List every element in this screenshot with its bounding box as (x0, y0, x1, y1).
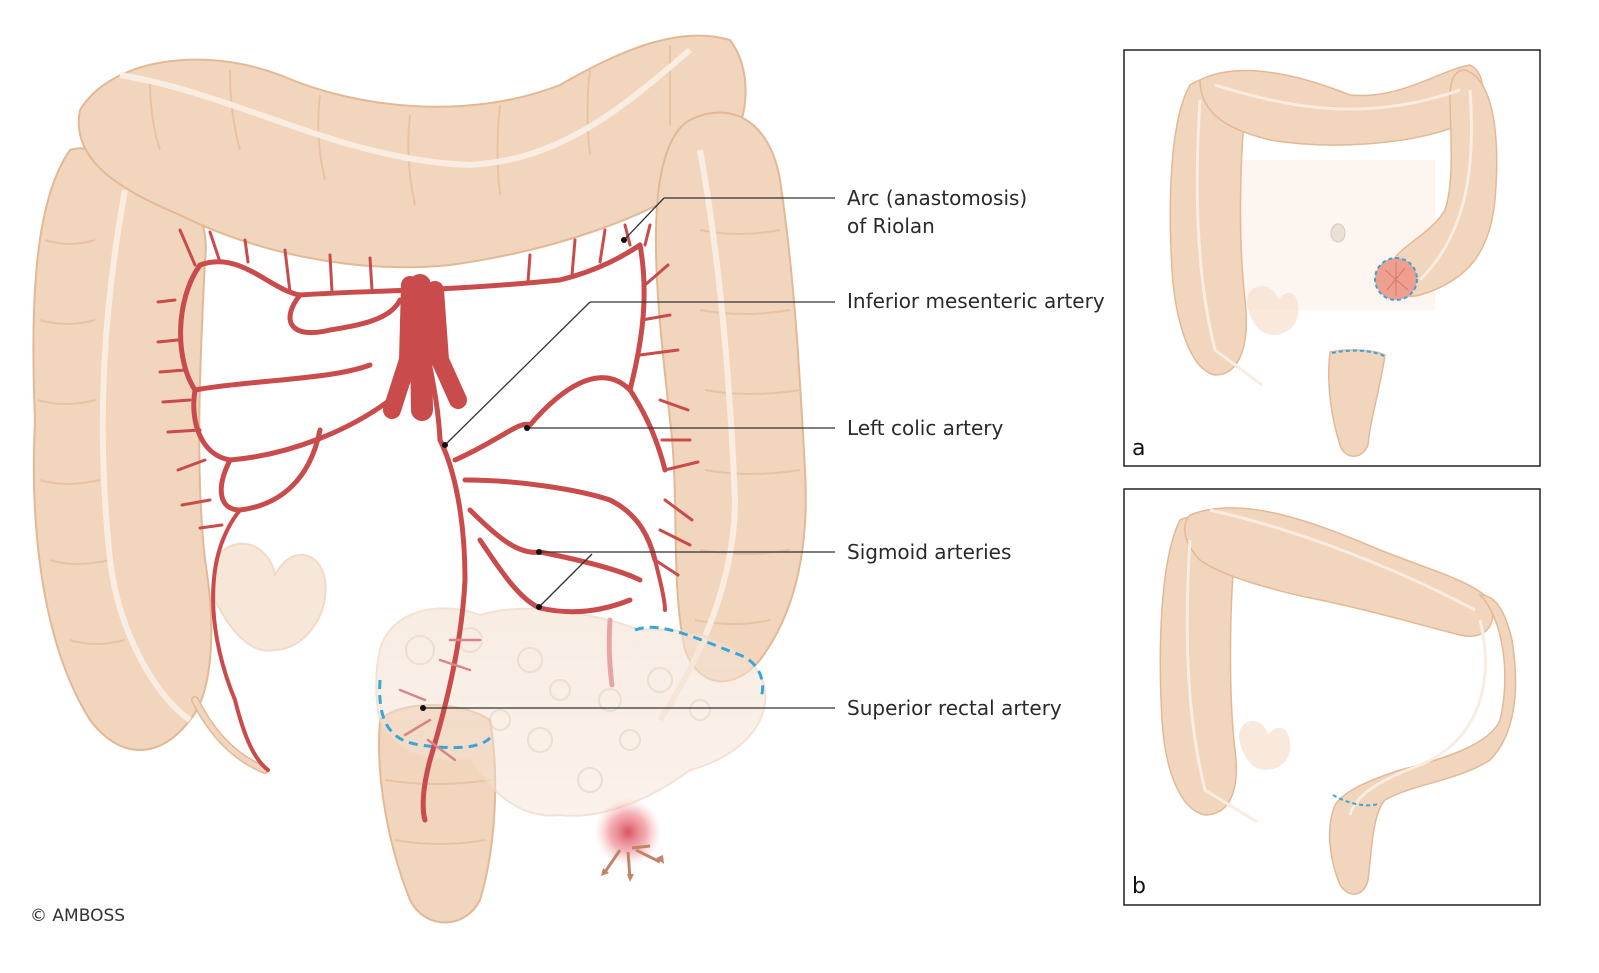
ima-point (442, 442, 448, 448)
haustra (37, 45, 801, 845)
panel-b: b (1123, 488, 1541, 906)
resection-outline-rectal (378, 679, 492, 750)
annotations: Arc (anastomosis) of Riolan Inferior mes… (420, 186, 1105, 720)
label-riolan-line1: Arc (anastomosis) (847, 186, 1027, 210)
sigmoid-colon-faded (375, 607, 767, 817)
left-colic-point (524, 425, 530, 431)
panel-b-letter: b (1132, 874, 1146, 899)
sigmoid-point-2 (536, 604, 542, 610)
navel-icon (1330, 223, 1346, 243)
copyright: © AMBOSS (30, 906, 125, 926)
resection-outline-sigmoid (634, 625, 764, 701)
sigmoid-point-1 (536, 549, 542, 555)
appendix (191, 696, 269, 774)
label-riolan-line2: of Riolan (847, 214, 935, 238)
tumor-marker (594, 798, 664, 882)
transverse-colon (77, 34, 747, 269)
panel-a: a (1123, 49, 1541, 467)
small-bowel-loop (214, 542, 327, 652)
panel-a-letter: a (1132, 436, 1145, 461)
label-sigmoid: Sigmoid arteries (847, 540, 1011, 564)
label-ima: Inferior mesenteric artery (847, 289, 1105, 313)
taenia-ascending (99, 189, 192, 723)
riolan-point (621, 237, 627, 243)
label-left-colic: Left colic artery (847, 416, 1004, 440)
main-colon (32, 34, 807, 924)
superior-rectal-point (420, 705, 426, 711)
taenia-transverse (119, 47, 692, 169)
label-superior-rectal: Superior rectal artery (847, 696, 1062, 720)
